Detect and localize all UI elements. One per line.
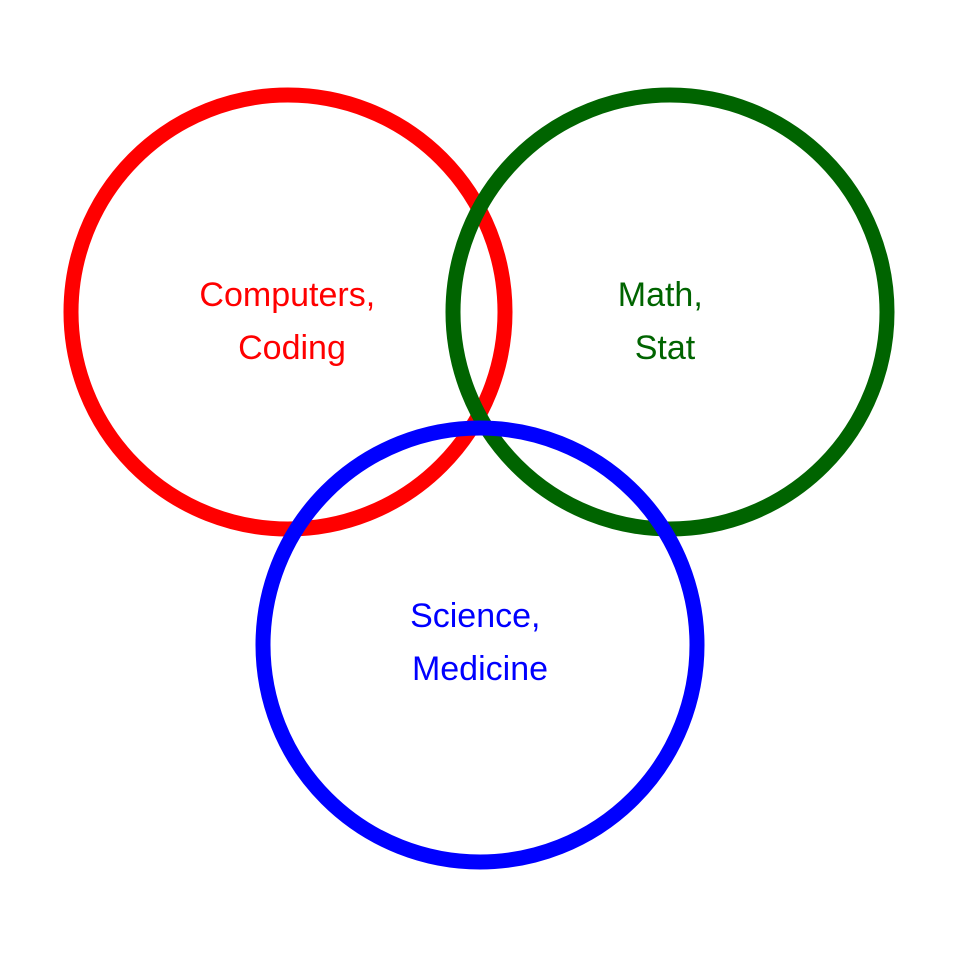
math-stat-label: Math, Stat: [618, 276, 713, 367]
computers-label-line-1: Computers,: [199, 276, 375, 314]
science-label-line-1: Science,: [410, 597, 540, 635]
math-label-line-2: Stat: [635, 329, 696, 367]
math-label-line-1: Math,: [618, 276, 703, 314]
science-label-line-2: Medicine: [412, 650, 548, 688]
computers-coding-label: Computers, Coding: [199, 276, 384, 367]
computers-label-line-2: Coding: [238, 329, 346, 367]
science-medicine-circle: [255, 420, 705, 870]
science-medicine-label: Science, Medicine: [410, 597, 550, 688]
